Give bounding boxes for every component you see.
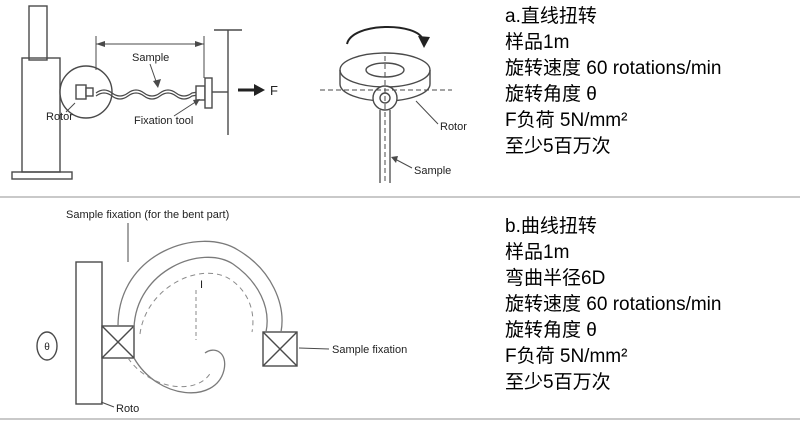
bent-sample-bottom-curl <box>133 349 226 394</box>
bent-sample-outer <box>117 240 283 333</box>
curved-torsion-specs: b.曲线扭转 样品1m 弯曲半径6D 旋转速度 60 rotations/min… <box>505 214 797 396</box>
rotor-plate <box>75 261 103 405</box>
straight-torsion-diagram: Sample Rotor Fixation tool F <box>11 5 467 183</box>
force-arrow: F <box>238 83 278 98</box>
dimension-line <box>95 36 205 78</box>
bottom-border <box>0 418 800 420</box>
curved-torsion-diagram: Sample fixation (for the bent part) θ I … <box>36 209 407 415</box>
axis-end-view <box>36 331 58 361</box>
sample-fixation-leader <box>298 347 330 350</box>
rotor-b-leader <box>100 401 115 408</box>
theta-label: θ <box>44 342 50 353</box>
motor-box <box>28 5 48 61</box>
spec-line: 弯曲半径6D <box>505 268 606 289</box>
bent-sample-inner <box>133 256 268 333</box>
fixation-tool-label: Fixation tool <box>134 115 193 127</box>
spec-line: a.直线扭转 <box>505 6 597 27</box>
sample-label: Sample <box>132 52 169 64</box>
rotor-label: Rotor <box>46 111 73 123</box>
top-rotor-label: Rotor <box>440 121 467 133</box>
top-sample-label: Sample <box>414 165 451 177</box>
machine-frame <box>11 5 242 180</box>
sample-fixation-label: Sample fixation <box>332 344 407 356</box>
sample-leader-arrow <box>149 63 161 88</box>
spec-line: 旋转速度 60 rotations/min <box>505 58 722 79</box>
top-sample-leader-arrow <box>391 156 413 169</box>
sample-wire <box>95 89 205 100</box>
spec-line: b.曲线扭转 <box>505 216 597 237</box>
bent-sample <box>117 240 283 394</box>
panel-divider <box>0 196 800 198</box>
clamp-block <box>195 85 206 101</box>
rotor-b-label: Roto <box>116 403 139 415</box>
rotor-plate-group <box>36 261 298 405</box>
top-rotor-leader <box>415 100 439 125</box>
spec-line: 旋转速度 60 rotations/min <box>505 294 722 315</box>
spec-line: 至少5百万次 <box>505 136 611 157</box>
rotor-leader <box>65 102 76 113</box>
bent-sample-bottom-dashed <box>127 357 212 388</box>
force-label: F <box>270 83 278 98</box>
straight-torsion-specs: a.直线扭转 样品1m 旋转速度 60 rotations/min 旋转角度 θ… <box>505 4 797 160</box>
fixation-leader-arrow <box>173 99 200 117</box>
spec-line: 样品1m <box>505 32 570 53</box>
mark-label: I <box>200 279 203 291</box>
spec-line: 至少5百万次 <box>505 372 611 393</box>
spec-line: F负荷 5N/mm² <box>505 110 628 131</box>
rotor-chuck <box>85 87 94 97</box>
spec-line: F负荷 5N/mm² <box>505 346 628 367</box>
bent-fixation-label: Sample fixation (for the bent part) <box>66 209 229 221</box>
force-arrowhead <box>254 84 265 96</box>
bent-sample-swept-dashed <box>139 272 254 335</box>
machine-base <box>11 171 73 180</box>
spec-line: 样品1m <box>505 242 570 263</box>
rotor-hub <box>75 84 87 100</box>
rotor-top-view: Rotor Sample <box>320 25 467 183</box>
rotation-arrow <box>346 25 424 45</box>
fixation-tool <box>195 77 228 109</box>
clamp-plate <box>204 77 213 109</box>
spec-line: 旋转角度 θ <box>505 84 597 105</box>
rotation-arrowhead <box>418 36 430 48</box>
spec-line: 旋转角度 θ <box>505 320 597 341</box>
